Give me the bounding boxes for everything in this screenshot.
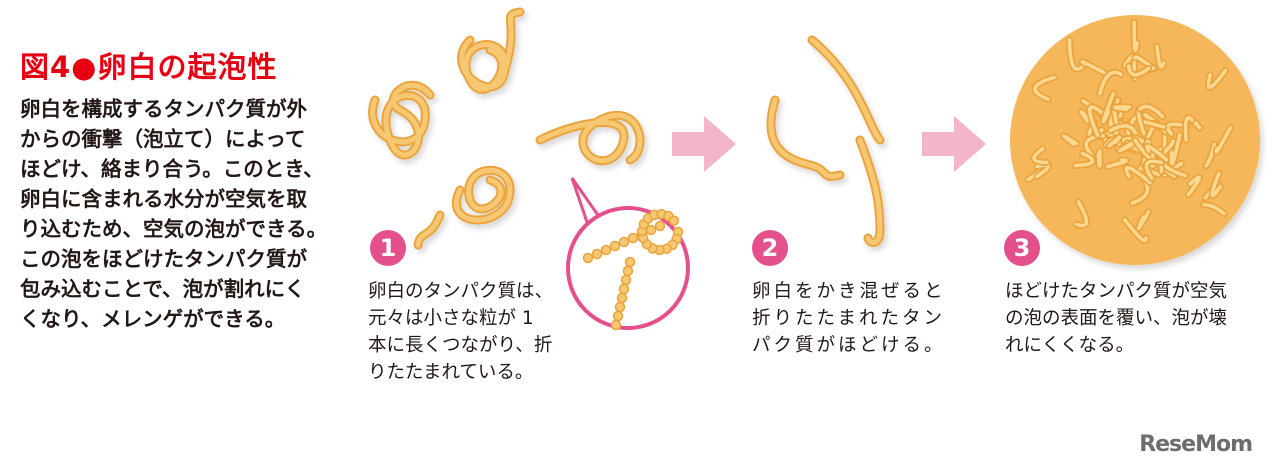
bead [591,248,603,260]
intro-line: この泡をほどけたタンパク質が [20,247,307,271]
step-2-badge: 2 [752,230,788,266]
strand [1073,151,1095,168]
step-line: の泡の表面を覆い、泡が壊 [1005,308,1228,329]
strand [1214,126,1233,154]
strand [1204,142,1217,168]
bead [668,215,680,226]
strand [1118,140,1136,153]
foam-network [1010,15,1260,265]
strand [1035,163,1051,179]
bead [614,301,626,313]
folded-proteins [368,7,645,250]
intro-line: からの衝撃（泡立て）によって [20,127,306,151]
magnifier-callout [566,177,690,331]
strand [1123,218,1148,243]
strand [1107,135,1122,148]
step-1-badge: 1 [370,230,406,266]
strand [1096,149,1102,168]
strand [1098,70,1123,96]
step-1-text: 卵白のタンパク質は、 元々は小さな粒が 1 本に長くつながり、折 りたたまれてい… [368,278,553,386]
step-3-badge: 3 [1004,230,1040,266]
strand [1144,159,1163,180]
strand [1138,104,1165,119]
step-line: パク質がほどける。 [752,335,946,356]
strand [1169,133,1182,166]
strand [1113,105,1132,112]
strand [1033,75,1056,101]
intro-line: り込むため、空気の泡ができる。 [20,217,328,241]
strand [1155,44,1166,69]
step-line: ほどけたタンパク質が空気 [1005,281,1228,302]
intro-line: ほどけ、絡まり合う。このとき、 [20,157,324,181]
bead [612,310,624,322]
step-2-text: 卵白をかき混ぜると 折りたたまれたタン パク質がほどける。 [752,278,946,359]
bead [600,244,612,256]
bead [624,256,636,268]
strand [1101,92,1115,124]
bead [618,236,630,248]
step-line: 元々は小さな粒が 1 [368,308,534,329]
logo: ReseMom [1139,432,1253,457]
figure-title: 図4●卵白の起泡性 [20,50,278,84]
strand [1062,134,1078,146]
bead [622,265,634,277]
intro-line: 包み込むことで、泡が割れにく [20,277,306,301]
step-line: りたたまれている。 [368,362,534,383]
intro-line: 卵白を構成するタンパク質が外 [20,97,307,121]
strand [1080,60,1106,75]
strand [1088,105,1106,138]
bead [618,283,630,295]
intro-line: くなり、メレンゲができる。 [20,307,286,331]
step-3-text: ほどけたタンパク質が空気 の泡の表面を覆い、泡が壊 れにくくなる。 [1005,278,1227,359]
strand [1183,115,1194,142]
bead [627,232,639,244]
arrow-icon [672,116,986,172]
strand [1145,144,1169,162]
step-line: れにくくなる。 [1005,335,1135,356]
step-line: 卵白をかき混ぜると [752,281,946,302]
intro-line: 卵白に含まれる水分が空気を取 [20,187,307,211]
step-line: 折りたたまれたタン [752,308,945,329]
strand [1108,124,1138,135]
strand [1210,171,1223,198]
strand [1106,158,1128,169]
strand [1032,146,1049,165]
step-line: 卵白のタンパク質は、 [368,281,554,302]
intro-text: 卵白を構成するタンパク質が外 からの衝撃（泡立て）によって ほどけ、絡まり合う。… [20,94,327,334]
strand [1126,64,1151,77]
strand [1132,20,1139,53]
bead [654,220,666,232]
bead [620,274,632,286]
unfolded-proteins [766,35,885,247]
bead [609,240,621,252]
bead [610,319,622,331]
strand [1186,175,1202,197]
bead [582,252,594,264]
step-line: 本に長くつながり、折 [368,335,553,356]
strand [1074,200,1089,228]
strand [1206,68,1228,89]
strand [1124,166,1152,185]
strand [1136,210,1151,230]
bead [616,292,628,304]
strand [1201,202,1226,216]
